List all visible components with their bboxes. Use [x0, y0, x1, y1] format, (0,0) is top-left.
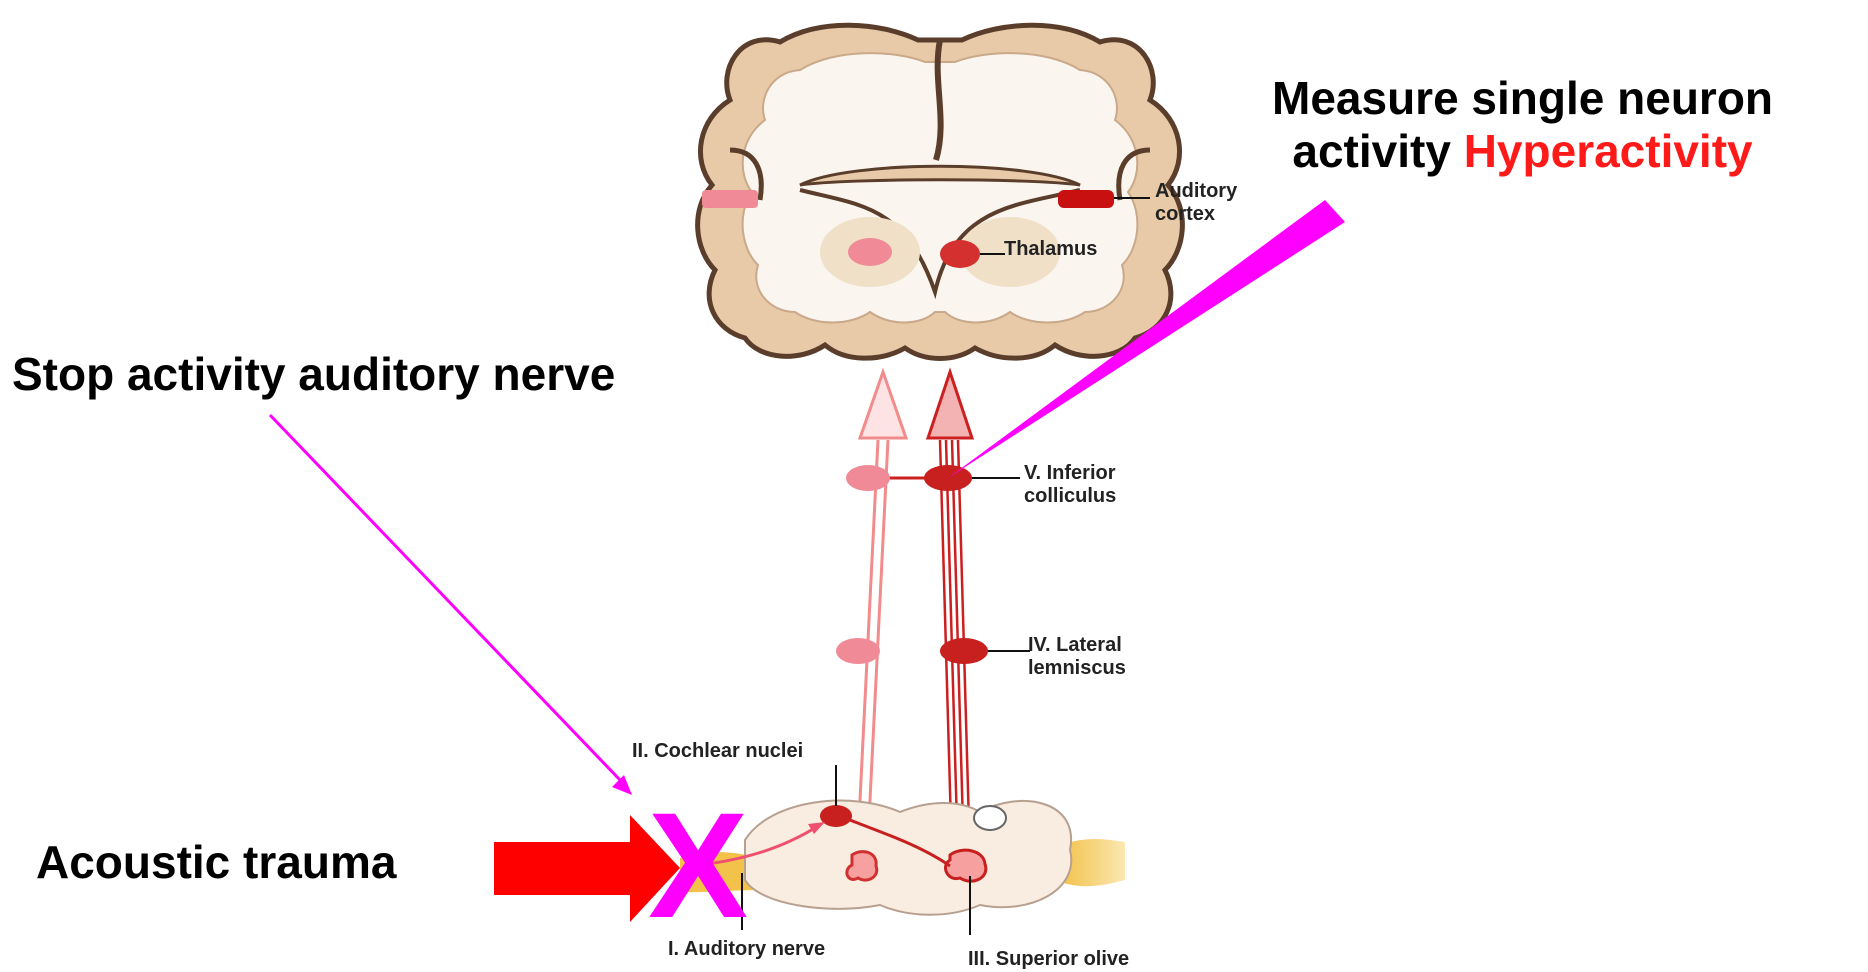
- dark-pathway-arrowhead: [928, 372, 972, 438]
- trauma-annotation: Acoustic trauma: [36, 836, 396, 889]
- inferior-colliculus-label-line1: V. Inferior: [1024, 462, 1116, 485]
- stop-pointer-line: [270, 415, 620, 780]
- measure-line2: activity Hyperactivity: [1272, 125, 1773, 178]
- thalamus-right: [940, 240, 980, 268]
- measure-annotation: Measure single neuron activity Hyperacti…: [1272, 72, 1773, 178]
- light-pathway-arrowhead: [860, 372, 906, 438]
- lateral-lemniscus-label-line2: lemniscus: [1028, 657, 1126, 680]
- thalamus-label: Thalamus: [1004, 238, 1097, 261]
- hyperactivity-highlight: Hyperactivity: [1464, 125, 1753, 177]
- cochlear-nucleus: [820, 805, 852, 827]
- auditory-cortex-left: [702, 190, 758, 208]
- x-mark: X: [648, 790, 748, 940]
- auditory-cortex-label-line1: Auditory: [1155, 180, 1237, 203]
- superior-olive-label: III. Superior olive: [968, 948, 1129, 971]
- measure-prefix: activity: [1292, 125, 1451, 177]
- thalamus-left: [848, 238, 892, 266]
- ll-right: [940, 638, 988, 664]
- ll-left: [836, 638, 880, 664]
- brainstem-slice: [745, 801, 1071, 915]
- olive-left: [847, 852, 877, 880]
- brain-section: [698, 25, 1183, 358]
- lateral-lemniscus-label: IV. Lateral lemniscus: [1028, 634, 1126, 680]
- ic-left: [846, 465, 890, 491]
- inferior-colliculus-label: V. Inferior colliculus: [1024, 462, 1116, 508]
- auditory-cortex-label-line2: cortex: [1155, 203, 1237, 226]
- cochlear-nuclei-label: II. Cochlear nuclei: [632, 740, 803, 763]
- stop-annotation: Stop activity auditory nerve: [12, 348, 615, 401]
- inferior-colliculus-label-line2: colliculus: [1024, 485, 1116, 508]
- auditory-nerve-label: I. Auditory nerve: [668, 938, 825, 961]
- measure-line1: Measure single neuron: [1272, 72, 1773, 125]
- lateral-lemniscus-label-line1: IV. Lateral: [1028, 634, 1126, 657]
- olive-right: [945, 850, 985, 881]
- auditory-cortex-right: [1058, 190, 1114, 208]
- midline-fissure: [936, 40, 941, 160]
- stop-pointer-arrowhead: [612, 775, 632, 795]
- cochlear-nucleus-right: [974, 806, 1006, 830]
- auditory-cortex-label: Auditory cortex: [1155, 180, 1237, 226]
- pathways: [836, 372, 1030, 860]
